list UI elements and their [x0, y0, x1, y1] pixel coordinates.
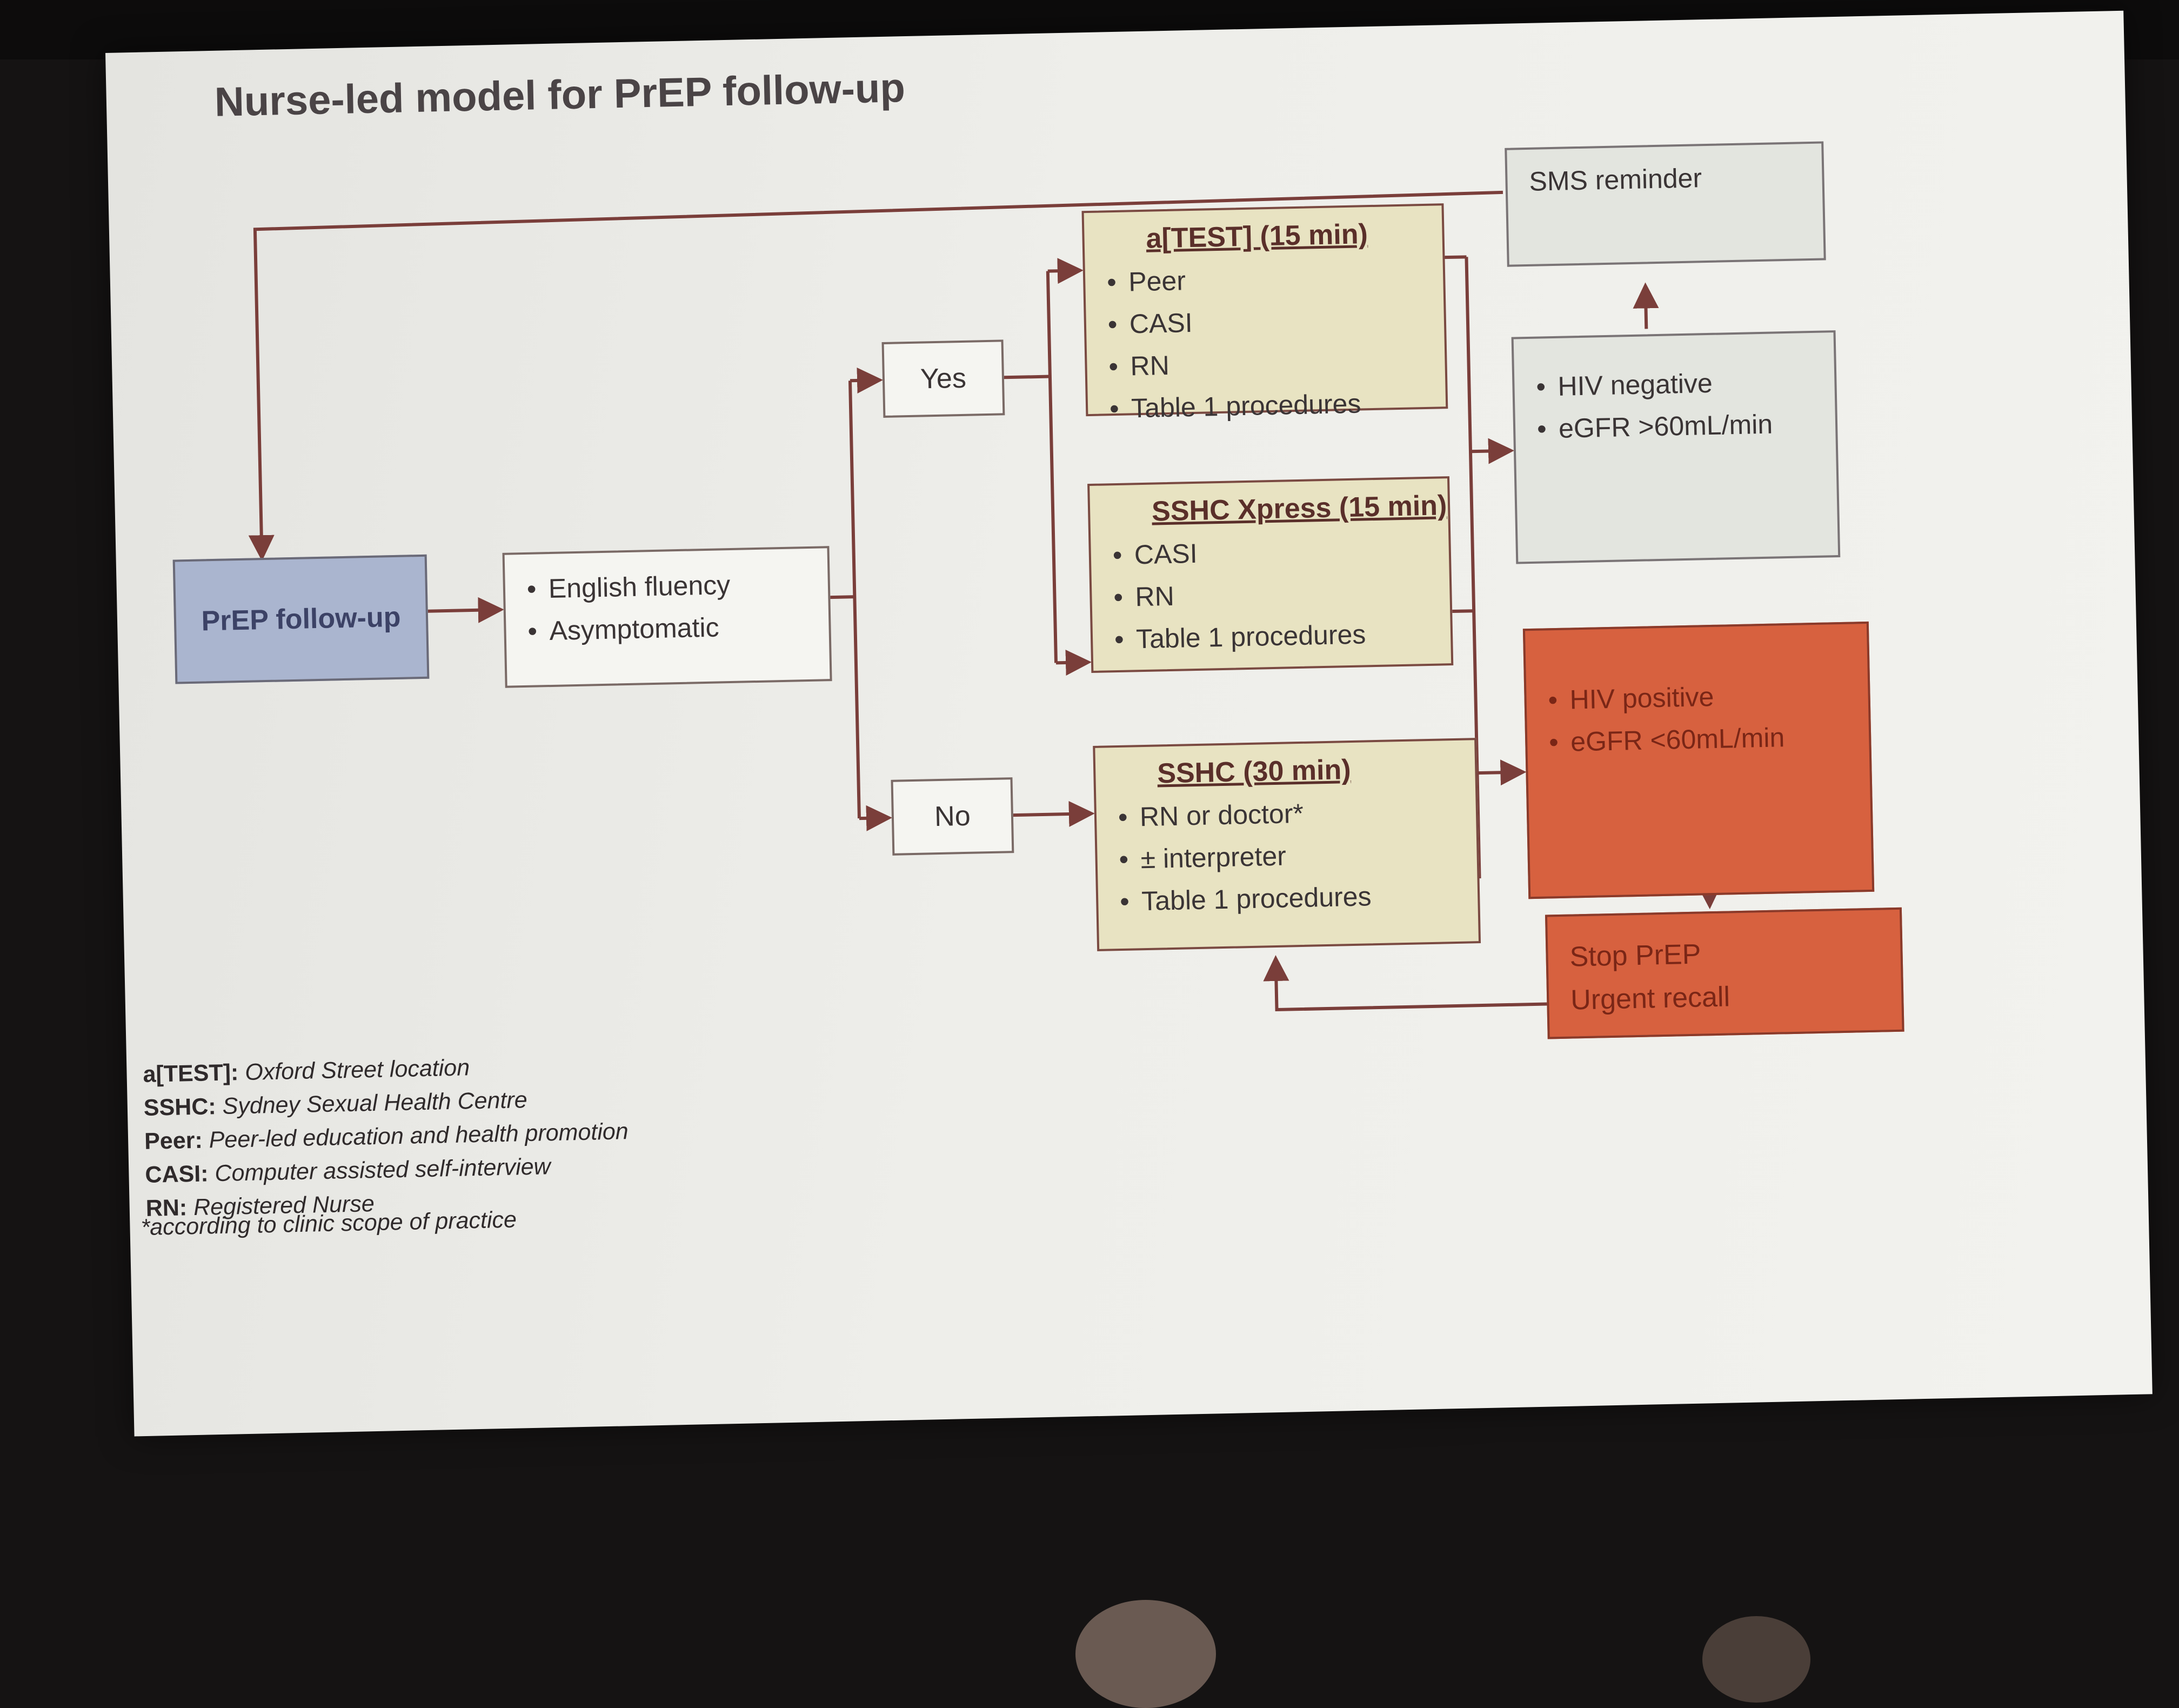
positive-item: eGFR <60mL/min	[1548, 715, 1869, 763]
audience-head	[1075, 1600, 1216, 1708]
arrow-followup-to-criteria	[427, 597, 504, 623]
xpress-title: SSHC Xpress (15 min)	[1151, 490, 1447, 528]
sshc-item: RN or doctor*	[1118, 789, 1476, 838]
line-yes-vertical	[1046, 271, 1058, 663]
no-label: No	[934, 800, 971, 833]
atest-item: Peer	[1106, 254, 1443, 303]
legend-term: CASI:	[144, 1160, 209, 1188]
arrow-to-negative	[1470, 438, 1514, 464]
atest-title: a[TEST] (15 min)	[1146, 218, 1368, 255]
arrow-yes-to-xpress	[1055, 650, 1092, 676]
arrow-no-to-sshc	[1013, 800, 1095, 827]
arrow-to-positive	[1477, 759, 1527, 786]
legend-term: a[TEST]:	[143, 1059, 239, 1087]
audience-head	[1702, 1616, 1810, 1703]
atest-item: Table 1 procedures	[1109, 381, 1446, 430]
sms-reminder-label: SMS reminder	[1528, 163, 1702, 197]
legend-desc: Computer assisted self-interview	[214, 1153, 551, 1187]
urgent-recall-label: Urgent recall	[1570, 981, 1730, 1016]
sms-reminder-box: SMS reminder	[1505, 141, 1826, 267]
no-box: No	[891, 777, 1014, 856]
legend-desc: Sydney Sexual Health Centre	[222, 1087, 528, 1119]
stop-prep-label: Stop PrEP	[1569, 938, 1701, 973]
legend-desc: Peer-led education and health promotion	[209, 1118, 629, 1153]
criteria-item: English fluency	[526, 562, 828, 610]
atest-box: a[TEST] (15 min) Peer CASI RN Table 1 pr…	[1081, 203, 1448, 423]
xpress-item: RN	[1113, 569, 1450, 618]
atest-item: RN	[1108, 338, 1445, 388]
legend-term: SSHC:	[143, 1093, 217, 1121]
prep-followup-label: PrEP follow-up	[201, 601, 401, 637]
xpress-box: SSHC Xpress (15 min) CASI RN Table 1 pro…	[1087, 476, 1454, 673]
arrow-negative-to-sms	[1633, 282, 1659, 329]
negative-item: HIV negative	[1536, 359, 1835, 408]
xpress-item: CASI	[1112, 527, 1449, 576]
atest-item: CASI	[1107, 296, 1444, 345]
line-yes-out	[1004, 375, 1050, 379]
negative-item: eGFR >60mL/min	[1536, 402, 1836, 450]
abbreviation-legend: a[TEST]: Oxford Street location SSHC: Sy…	[143, 1048, 630, 1225]
arrow-stop-to-sshc	[1263, 955, 1547, 1012]
legend-term: Peer:	[144, 1127, 203, 1155]
connector-arrows	[248, 190, 1722, 1012]
yes-label: Yes	[920, 362, 967, 395]
arrow-split-to-yes	[850, 368, 883, 393]
sshc-item: Table 1 procedures	[1119, 873, 1478, 923]
positive-item: HIV positive	[1548, 672, 1869, 721]
sshc-title: SSHC (30 min)	[1157, 754, 1352, 790]
xpress-item: Table 1 procedures	[1114, 611, 1451, 660]
presentation-slide: Nurse-led model for PrEP follow-up	[105, 10, 2153, 1437]
arrow-sms-to-followup	[248, 190, 1503, 562]
prep-followup-box: PrEP follow-up	[172, 554, 430, 684]
criteria-item: Asymptomatic	[527, 604, 830, 652]
sshc-item: ± interpreter	[1119, 831, 1477, 880]
arrow-yes-to-atest	[1047, 258, 1084, 284]
stop-prep-box: Stop PrEP Urgent recall	[1545, 907, 1904, 1039]
hiv-negative-box: HIV negative eGFR >60mL/min	[1511, 330, 1841, 564]
legend-desc: Oxford Street location	[244, 1055, 470, 1085]
yes-box: Yes	[881, 339, 1005, 418]
line-split-vertical	[848, 381, 861, 819]
criteria-box: English fluency Asymptomatic	[502, 546, 832, 688]
hiv-positive-box: HIV positive eGFR <60mL/min	[1522, 621, 1875, 899]
sshc-box: SSHC (30 min) RN or doctor* ± interprete…	[1093, 738, 1481, 951]
